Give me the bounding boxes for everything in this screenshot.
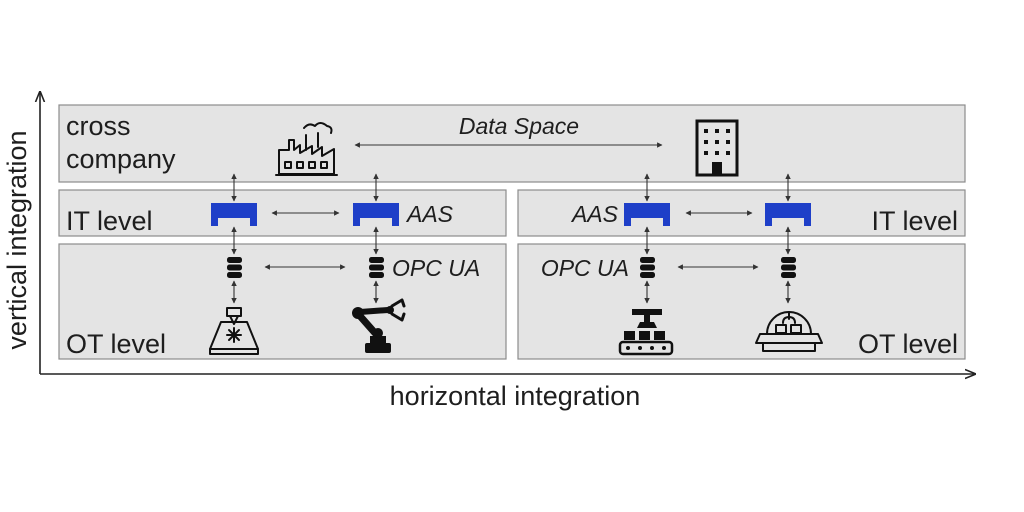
it-level-label-left: IT level [66,206,153,236]
robot-arm-icon [352,298,406,353]
database-icon [227,257,242,278]
aas-shell-icon [765,203,811,226]
opcua-label-left: OPC UA [392,255,480,281]
aas-label-left: AAS [405,201,454,227]
office-building-icon [695,119,739,177]
y-axis-label: vertical integration [2,130,32,349]
it-level-label-right: IT level [871,206,958,236]
pick-and-place-icon [755,311,823,352]
database-icon [640,257,655,278]
ot-level-label-right: OT level [858,329,958,359]
laser-cutting-machine-icon [209,307,259,355]
x-axis-label: horizontal integration [390,381,641,411]
aas-shell-icon [211,203,257,226]
aas-label-right: AAS [570,201,619,227]
conveyor-packaging-icon [618,309,674,356]
data-space-label: Data Space [459,113,579,139]
factory-icon [275,122,338,176]
database-icon [781,257,796,278]
ot-level-panel-left [58,243,507,360]
ot-level-label-left: OT level [66,329,166,359]
opcua-label-right: OPC UA [541,255,629,281]
cross-company-label-line1: cross [66,111,131,141]
aas-shell-icon [624,203,670,226]
database-icon [369,257,384,278]
aas-shell-icon [353,203,399,226]
cross-company-label-line2: company [66,144,176,174]
ot-level-panel-right [517,243,966,360]
